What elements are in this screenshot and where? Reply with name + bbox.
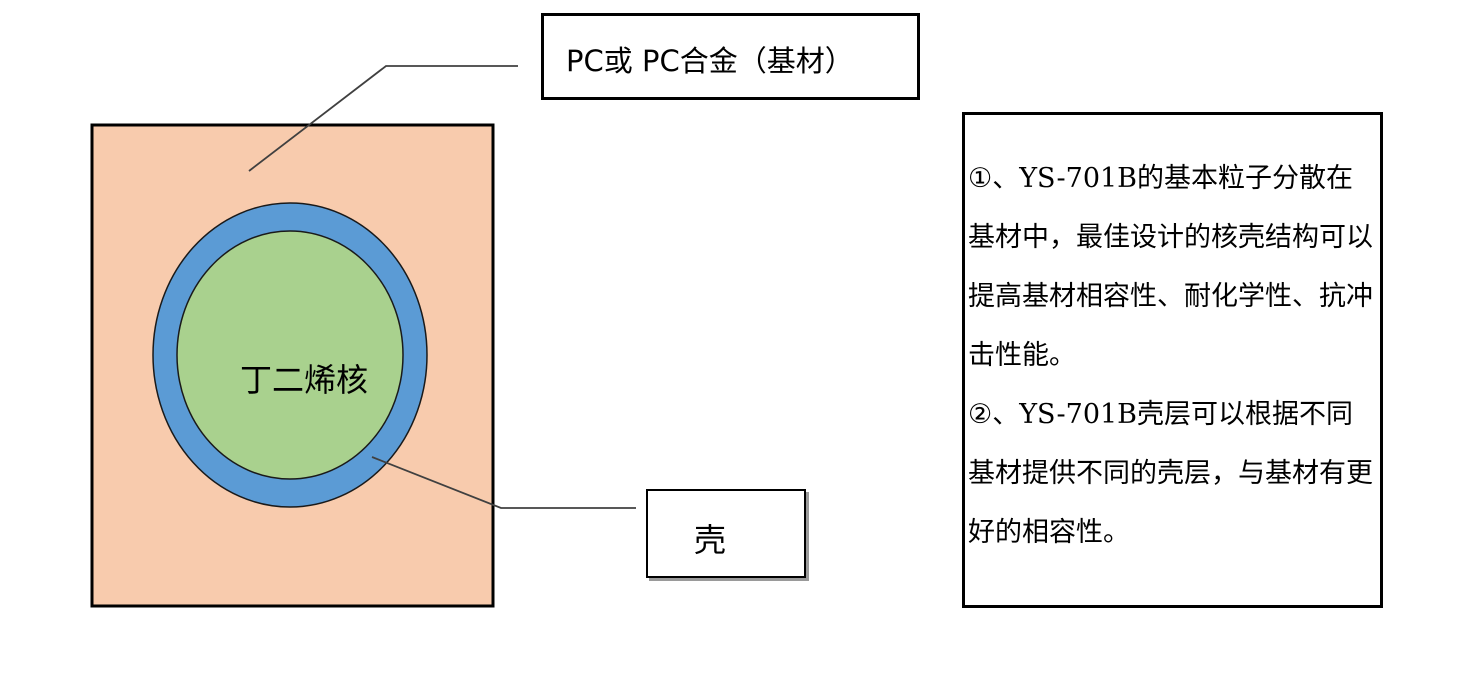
description-text-1: 、YS-701B的基本粒子分散在基材中，最佳设计的核壳结构可以提高基材相容性、耐…: [968, 163, 1373, 371]
description-text-2: 、YS-701B壳层可以根据不同基材提供不同的壳层，与基材有更好的相容性。: [968, 399, 1373, 548]
substrate-label: PC或 PC合金（基材）: [566, 44, 854, 78]
butadiene-core: [176, 230, 404, 480]
description-item-2: ②、YS-701B壳层可以根据不同基材提供不同的壳层，与基材有更好的相容性。: [968, 385, 1378, 562]
substrate-label-box: PC或 PC合金（基材）: [541, 13, 920, 100]
shell-label: 壳: [694, 521, 727, 559]
description-text: ①、YS-701B的基本粒子分散在基材中，最佳设计的核壳结构可以提高基材相容性、…: [968, 149, 1378, 562]
circled-number-1: ①: [968, 163, 993, 194]
description-box: ①、YS-701B的基本粒子分散在基材中，最佳设计的核壳结构可以提高基材相容性、…: [962, 112, 1383, 608]
substrate-leader-line: [248, 65, 518, 172]
circled-number-2: ②: [968, 399, 993, 430]
description-item-1: ①、YS-701B的基本粒子分散在基材中，最佳设计的核壳结构可以提高基材相容性、…: [968, 149, 1378, 385]
core-label: 丁二烯核: [240, 361, 368, 399]
shell-leader-line: [371, 456, 636, 509]
shell-label-box: 壳: [646, 489, 806, 578]
